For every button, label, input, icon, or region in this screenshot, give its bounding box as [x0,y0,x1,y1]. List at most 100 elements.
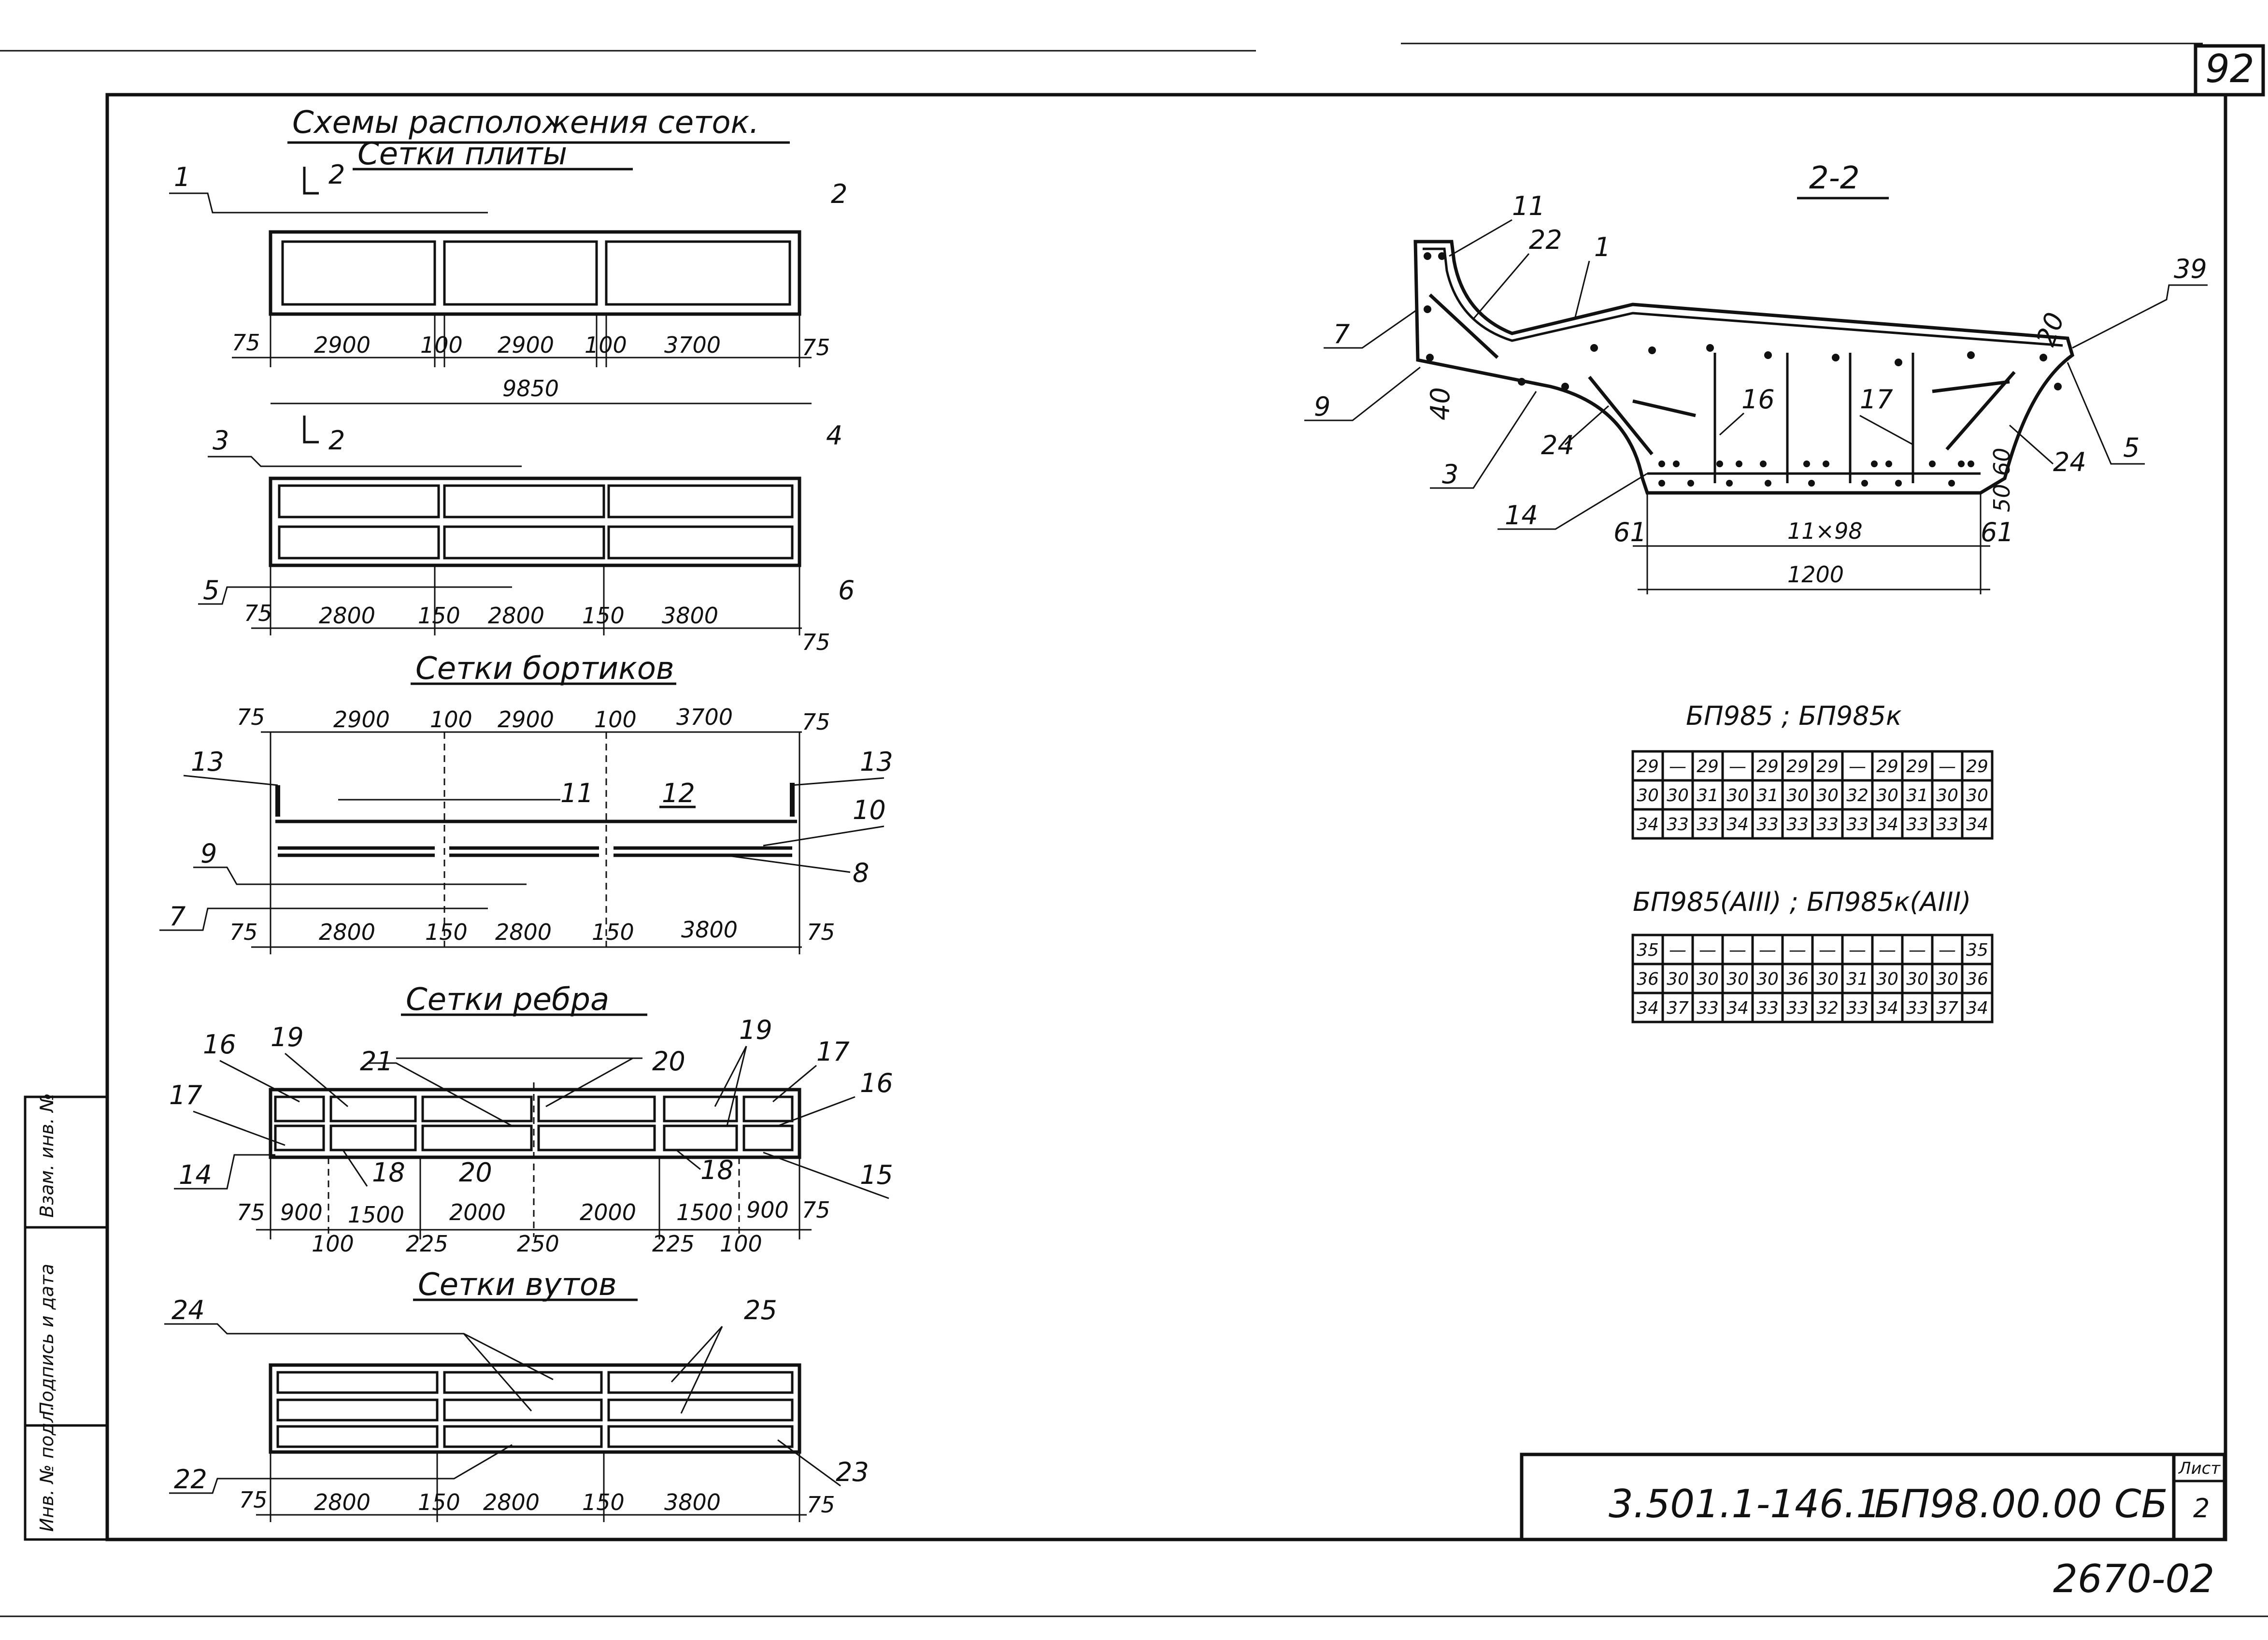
table-cell-value: 30 [1906,969,1928,989]
rib-label-16b: 16 [860,1068,893,1098]
table-cell-value: 34 [1637,998,1659,1018]
table-cell-value: 33 [1667,815,1689,834]
table-cell-value: 36 [1637,969,1659,989]
page-number: 92 [2205,46,2254,91]
table-cell-value: 33 [1846,815,1869,834]
slab-mesh-outer [269,230,801,316]
table-cell-value: 33 [1816,815,1839,834]
rib-label-18a: 18 [372,1157,405,1188]
table-cell-value: 34 [1726,815,1749,834]
svg-text:2: 2 [328,159,345,190]
table-cell-value: 30 [1667,969,1689,989]
table2-title: БП985(АIII) ; БП985к(АIII) [1633,887,1971,917]
rib-label-15: 15 [860,1160,893,1190]
table-cell-value: 29 [1786,757,1809,777]
stamp-doc-number: 3.501.1-146.1 [1609,1482,1881,1526]
svg-text:150: 150 [425,919,468,945]
section-label-16: 16 [1741,384,1775,415]
rib-label-14: 14 [179,1160,212,1190]
table-cell-value: 30 [1667,786,1689,806]
rib-dims: 75 900 1500 2000 2000 1500 900 75 100 22… [237,1157,830,1257]
section-label-1: 1 [1594,232,1611,262]
section-label-61a: 61 [1613,517,1647,547]
table-cell-value: 34 [1966,998,1988,1018]
rib-title: Сетки ребра [406,982,609,1018]
rib-label-21: 21 [360,1046,393,1077]
table-cell [1961,992,1994,1023]
table-cell-value: — [1789,940,1806,960]
slab-top-dims: 75 2900 100 2900 100 3700 75 9850 [232,314,830,404]
slab-label-1: 1 [174,162,190,192]
section-label-17: 17 [1860,384,1893,415]
slab-bottom-dims: 75 2800 150 2800 150 3800 75 [244,565,830,655]
table-cell-value: — [1849,757,1866,777]
section-label-3: 3 [1442,459,1458,489]
table-cell-value: 30 [1726,786,1749,806]
title-block [1520,1453,2226,1541]
side-strip [24,1095,109,1541]
table-cell-value: 30 [1726,969,1749,989]
table-cell-value: 33 [1756,815,1779,834]
svg-text:75: 75 [802,629,830,655]
table-cell-value: 31 [1906,786,1928,806]
table-cell-value: 36 [1786,969,1809,989]
sides-label-12: 12 [662,778,695,808]
svg-text:150: 150 [418,1489,460,1515]
table-cell-value: 33 [1906,998,1928,1018]
svg-text:3700: 3700 [664,332,721,358]
slab-bottom-mesh [269,476,801,567]
haunch-label-22: 22 [174,1464,207,1495]
svg-text:75: 75 [802,1197,830,1223]
table-cell-value: 37 [1667,998,1689,1018]
svg-text:75: 75 [802,334,830,360]
table-cell-value: — [1939,757,1956,777]
table-cell-value: — [1729,757,1746,777]
svg-text:150: 150 [582,603,625,629]
slab-title: Сетки плиты [357,136,567,172]
table-cell-value: 34 [1966,815,1988,834]
table1-title: БП985 ; БП985к [1686,701,1902,731]
table-cell-value: 30 [1876,969,1898,989]
section-label-11: 11 [1512,191,1545,221]
table-cell-value: 31 [1756,786,1779,806]
table-cell-value: 33 [1936,815,1958,834]
table-cell-value: 30 [1876,786,1898,806]
section-label-9: 9 [1314,391,1330,422]
table-cell-value: 30 [1936,786,1958,806]
svg-text:100: 100 [720,1231,762,1257]
rib-label-19a: 19 [271,1022,304,1052]
section-label-7: 7 [1333,319,1350,349]
table-cell-value: 31 [1697,786,1719,806]
svg-text:75: 75 [232,330,260,356]
table-cell-value: 35 [1966,940,1988,960]
table-cell-value: 29 [1906,757,1928,777]
svg-text:100: 100 [430,706,472,733]
sides-bottom-dims: 75 2800 150 2800 150 3800 75 [229,860,835,954]
table-cell-value: — [1729,940,1746,960]
section-label-39: 39 [2174,254,2207,284]
table-cell-value: 34 [1876,815,1898,834]
table-cell-value: 30 [1966,786,1988,806]
svg-text:900: 900 [280,1199,323,1225]
sheet-number: 2 [2193,1493,2210,1524]
drawing-frame [105,93,2227,1541]
svg-text:2800: 2800 [488,603,544,629]
table-cell-value: 32 [1846,786,1869,806]
sides-label-8: 8 [853,858,869,888]
table-cell-value: — [1669,940,1686,960]
svg-text:2800: 2800 [314,1489,371,1515]
rib-label-20b: 20 [459,1157,492,1188]
haunch-dims: 75 2800 150 2800 150 3800 75 [239,1452,835,1522]
side-label-inv: Инв. № подл. [36,1405,57,1532]
side-label-sign: Подпись и дата [36,1264,57,1416]
svg-text:2900: 2900 [498,332,554,358]
sides-title: Сетки бортиков [415,651,674,687]
section-mark-a [303,167,319,195]
svg-text:3800: 3800 [664,1489,721,1515]
table-cell-value: 29 [1756,757,1779,777]
svg-text:100: 100 [594,706,637,733]
svg-text:150: 150 [582,1489,625,1515]
svg-text:3700: 3700 [676,704,733,730]
svg-text:150: 150 [418,603,460,629]
